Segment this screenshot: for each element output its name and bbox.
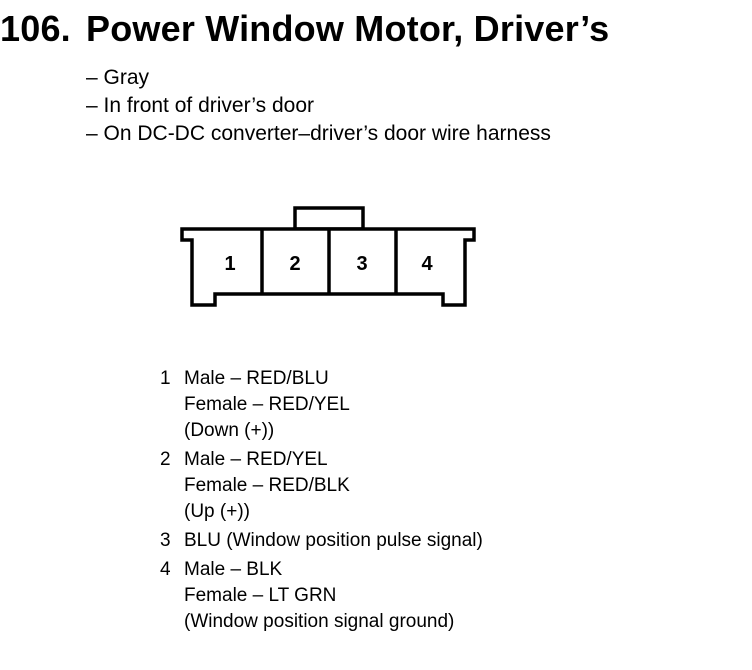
note-color: – Gray: [86, 66, 150, 89]
pin-1-entry: 1 Male – RED/BLU Female – RED/YEL (Down …: [160, 366, 483, 444]
cavity-label-1: 1: [224, 253, 235, 275]
location-notes: – Gray – In front of driver’s door – On …: [86, 64, 551, 148]
pin-line: Male – RED/BLU: [184, 368, 329, 389]
pin-line: Female – LT GRN: [184, 585, 337, 606]
cavity-label-3: 3: [356, 253, 367, 275]
pin-line: (Up (+)): [184, 501, 250, 522]
note-location: – In front of driver’s door: [86, 94, 315, 117]
pin-line: Male – RED/YEL: [184, 449, 328, 470]
pin-line: BLU (Window position pulse signal): [184, 530, 483, 551]
pin-number: 3: [160, 530, 171, 551]
note-harness: – On DC-DC converter–driver’s door wire …: [86, 122, 551, 145]
connector-diagram: 1 2 3 4: [180, 206, 476, 307]
component-number: 106.: [0, 8, 71, 49]
connector-lock-tab: [293, 206, 365, 231]
pin-line: Female – RED/BLK: [184, 475, 350, 496]
cavity-label-2: 2: [289, 253, 300, 275]
pin-4-entry: 4 Male – BLK Female – LT GRN (Window pos…: [160, 557, 483, 635]
pin-number: 4: [160, 559, 171, 580]
pin-line: Female – RED/YEL: [184, 394, 350, 415]
pin-2-entry: 2 Male – RED/YEL Female – RED/BLK (Up (+…: [160, 447, 483, 525]
page-title: 106. Power Window Motor, Driver’s: [0, 8, 609, 50]
pin-3-entry: 3 BLU (Window position pulse signal): [160, 528, 483, 554]
pin-line: (Down (+)): [184, 420, 275, 441]
component-name: Power Window Motor, Driver’s: [86, 8, 610, 49]
cavity-label-4: 4: [421, 253, 433, 275]
pin-number: 2: [160, 449, 171, 470]
pin-number: 1: [160, 368, 171, 389]
pin-line: (Window position signal ground): [184, 611, 455, 632]
pin-line: Male – BLK: [184, 559, 283, 580]
pin-descriptions: 1 Male – RED/BLU Female – RED/YEL (Down …: [160, 366, 483, 638]
